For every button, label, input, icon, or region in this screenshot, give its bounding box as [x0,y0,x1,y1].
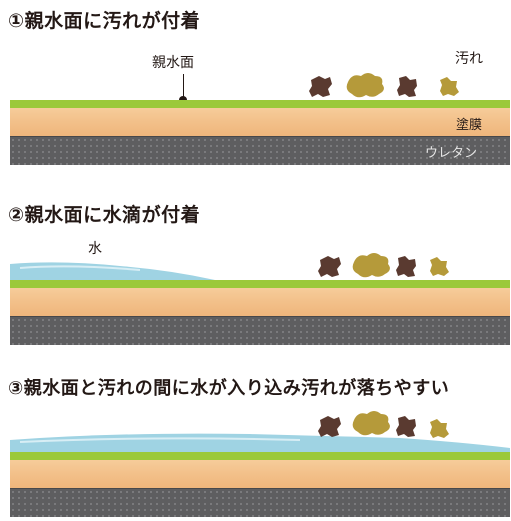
hydrophilic-layer [10,100,510,108]
dirt-particle [352,253,390,278]
dirt-particle [396,256,416,277]
dirt-particle [352,411,390,436]
hydrophilic-layer [10,452,510,460]
paint-film-label: 塗膜 [456,118,483,133]
layers-panel-2 [10,280,510,345]
dirt-particle [318,416,341,437]
dirt-particles-panel-1 [309,73,459,98]
panel-1-title: ①親水面に汚れが付着 [8,10,201,32]
dirt-particles-panel-3 [318,411,449,438]
dirt-particle [430,419,449,438]
dirt-particle [346,73,384,98]
dirt-particle [440,77,459,96]
urethane-label: ウレタン [425,146,478,161]
water-highlight [19,265,141,271]
water-highlight [19,437,301,443]
hydrophilic-layer [10,280,510,288]
water-label: 水 [88,241,102,257]
panel-3-title: ③親水面と汚れの間に水が入り込み汚れが落ちやすい [8,378,450,399]
dirt-particle [309,76,332,97]
dirt-particle [430,257,449,276]
paint-film-layer [10,460,510,488]
dirt-label: 汚れ [455,51,483,67]
water-droplet-panel-2 [10,262,215,280]
hydrophilic-surface-label: 親水面 [152,55,194,71]
dirt-particle [318,256,341,277]
urethane-layer [10,316,510,345]
urethane-layer [10,488,510,517]
urethane-layer [10,136,510,165]
dirt-particles-panel-2 [318,253,449,278]
paint-film-layer [10,288,510,316]
paint-film-layer [10,108,510,136]
water-film-panel-3 [10,433,510,452]
hydrophilic-pointer-line [183,74,184,100]
panel-2-title: ②親水面に水滴が付着 [8,204,201,226]
dirt-particle [396,416,416,437]
dirt-particle [397,76,417,97]
layers-panel-1 [0,0,511,170]
